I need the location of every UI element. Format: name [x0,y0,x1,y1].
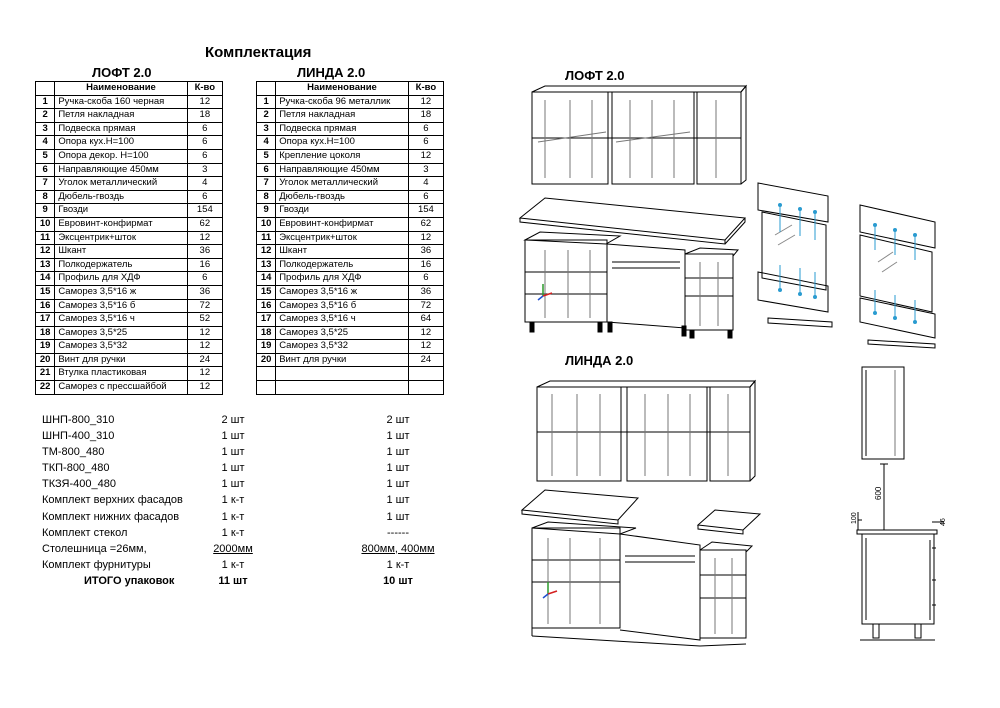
summary-loft: 1 к-т [221,526,245,539]
summary-name: ТКП-800_480 [42,462,110,475]
cell-num: 7 [255,176,277,191]
linda-table-title: ЛИНДА 2.0 [297,65,366,80]
cell-qty: 12 [186,380,224,395]
summary-linda: ------ [387,526,409,539]
cell-qty: 12 [407,148,445,164]
dim-left: 100 [851,512,858,524]
dim-right: 46 [940,518,947,526]
summary-name: Комплект стекол [42,526,128,539]
cell-num: 14 [34,271,56,286]
summary-linda: 1 шт [386,494,410,507]
dim-600: 600 [874,486,883,500]
summary-name: ШНП-800_310 [42,414,115,426]
loft-drawing-label: ЛОФТ 2.0 [565,68,625,83]
cell-qty [407,380,445,395]
total-linda: 10 шт [383,574,413,587]
summary-name: ТМ-800_480 [42,446,105,459]
summary-loft: 2000мм [213,542,253,555]
summary-name: Комплект фурнитуры [42,558,151,571]
summary-linda: 2 шт [386,414,410,426]
summary-loft: 2 шт [221,414,245,426]
summary-loft: 1 шт [221,430,245,443]
page-title: Комплектация [205,44,312,61]
axis-marker-linda [542,582,558,599]
summary-loft: 1 шт [221,478,245,491]
cell-num: 15 [34,284,56,300]
linda-upper-cabinets [536,379,757,482]
table-row [255,380,445,395]
side-section-view [856,366,944,641]
summary-linda: 1 шт [386,446,410,459]
summary-loft: 1 к-т [221,494,245,507]
cell-num [255,380,277,395]
summary-linda: 1 шт [386,430,410,443]
cell-num: 4 [34,135,56,150]
linda-lower-cabinets [531,521,754,647]
summary-name: Комплект верхних фасадов [42,494,183,507]
summary-name: ТКЗЯ-400_480 [42,478,116,491]
summary-linda: 1 шт [386,510,410,523]
summary-linda: 1 шт [386,478,410,491]
cell-num: 22 [34,380,56,395]
axis-marker-loft [537,284,553,301]
loft-table-title: ЛОФТ 2.0 [92,65,152,80]
summary-name: Столешница =26мм, [42,542,147,555]
summary-name: Комплект нижних фасадов [42,510,180,523]
summary-name: ШНП-400_310 [42,430,115,443]
linda-glass-panels [859,204,936,349]
total-name: ИТОГО упаковок [84,574,175,587]
summary-loft: 1 к-т [221,558,245,571]
summary-loft: 1 шт [221,462,245,475]
summary-linda: 1 к-т [386,558,410,571]
cell-num: 4 [255,135,277,150]
summary-linda: 800мм, 400мм [361,542,435,555]
cell-num: 9 [255,203,277,218]
linda-drawing-label: ЛИНДА 2.0 [565,353,634,368]
total-loft: 11 шт [218,574,248,587]
cell-num: 6 [255,162,277,178]
summary-loft: 1 шт [221,446,245,459]
cell-num: 11 [34,230,56,246]
loft-glass-panels [757,182,833,328]
summary-linda: 1 шт [386,462,410,475]
summary-loft: 1 к-т [221,510,245,523]
loft-lower-cabinets [523,231,740,339]
loft-upper-cabinets [531,84,748,185]
cell-qty: 12 [407,339,445,354]
